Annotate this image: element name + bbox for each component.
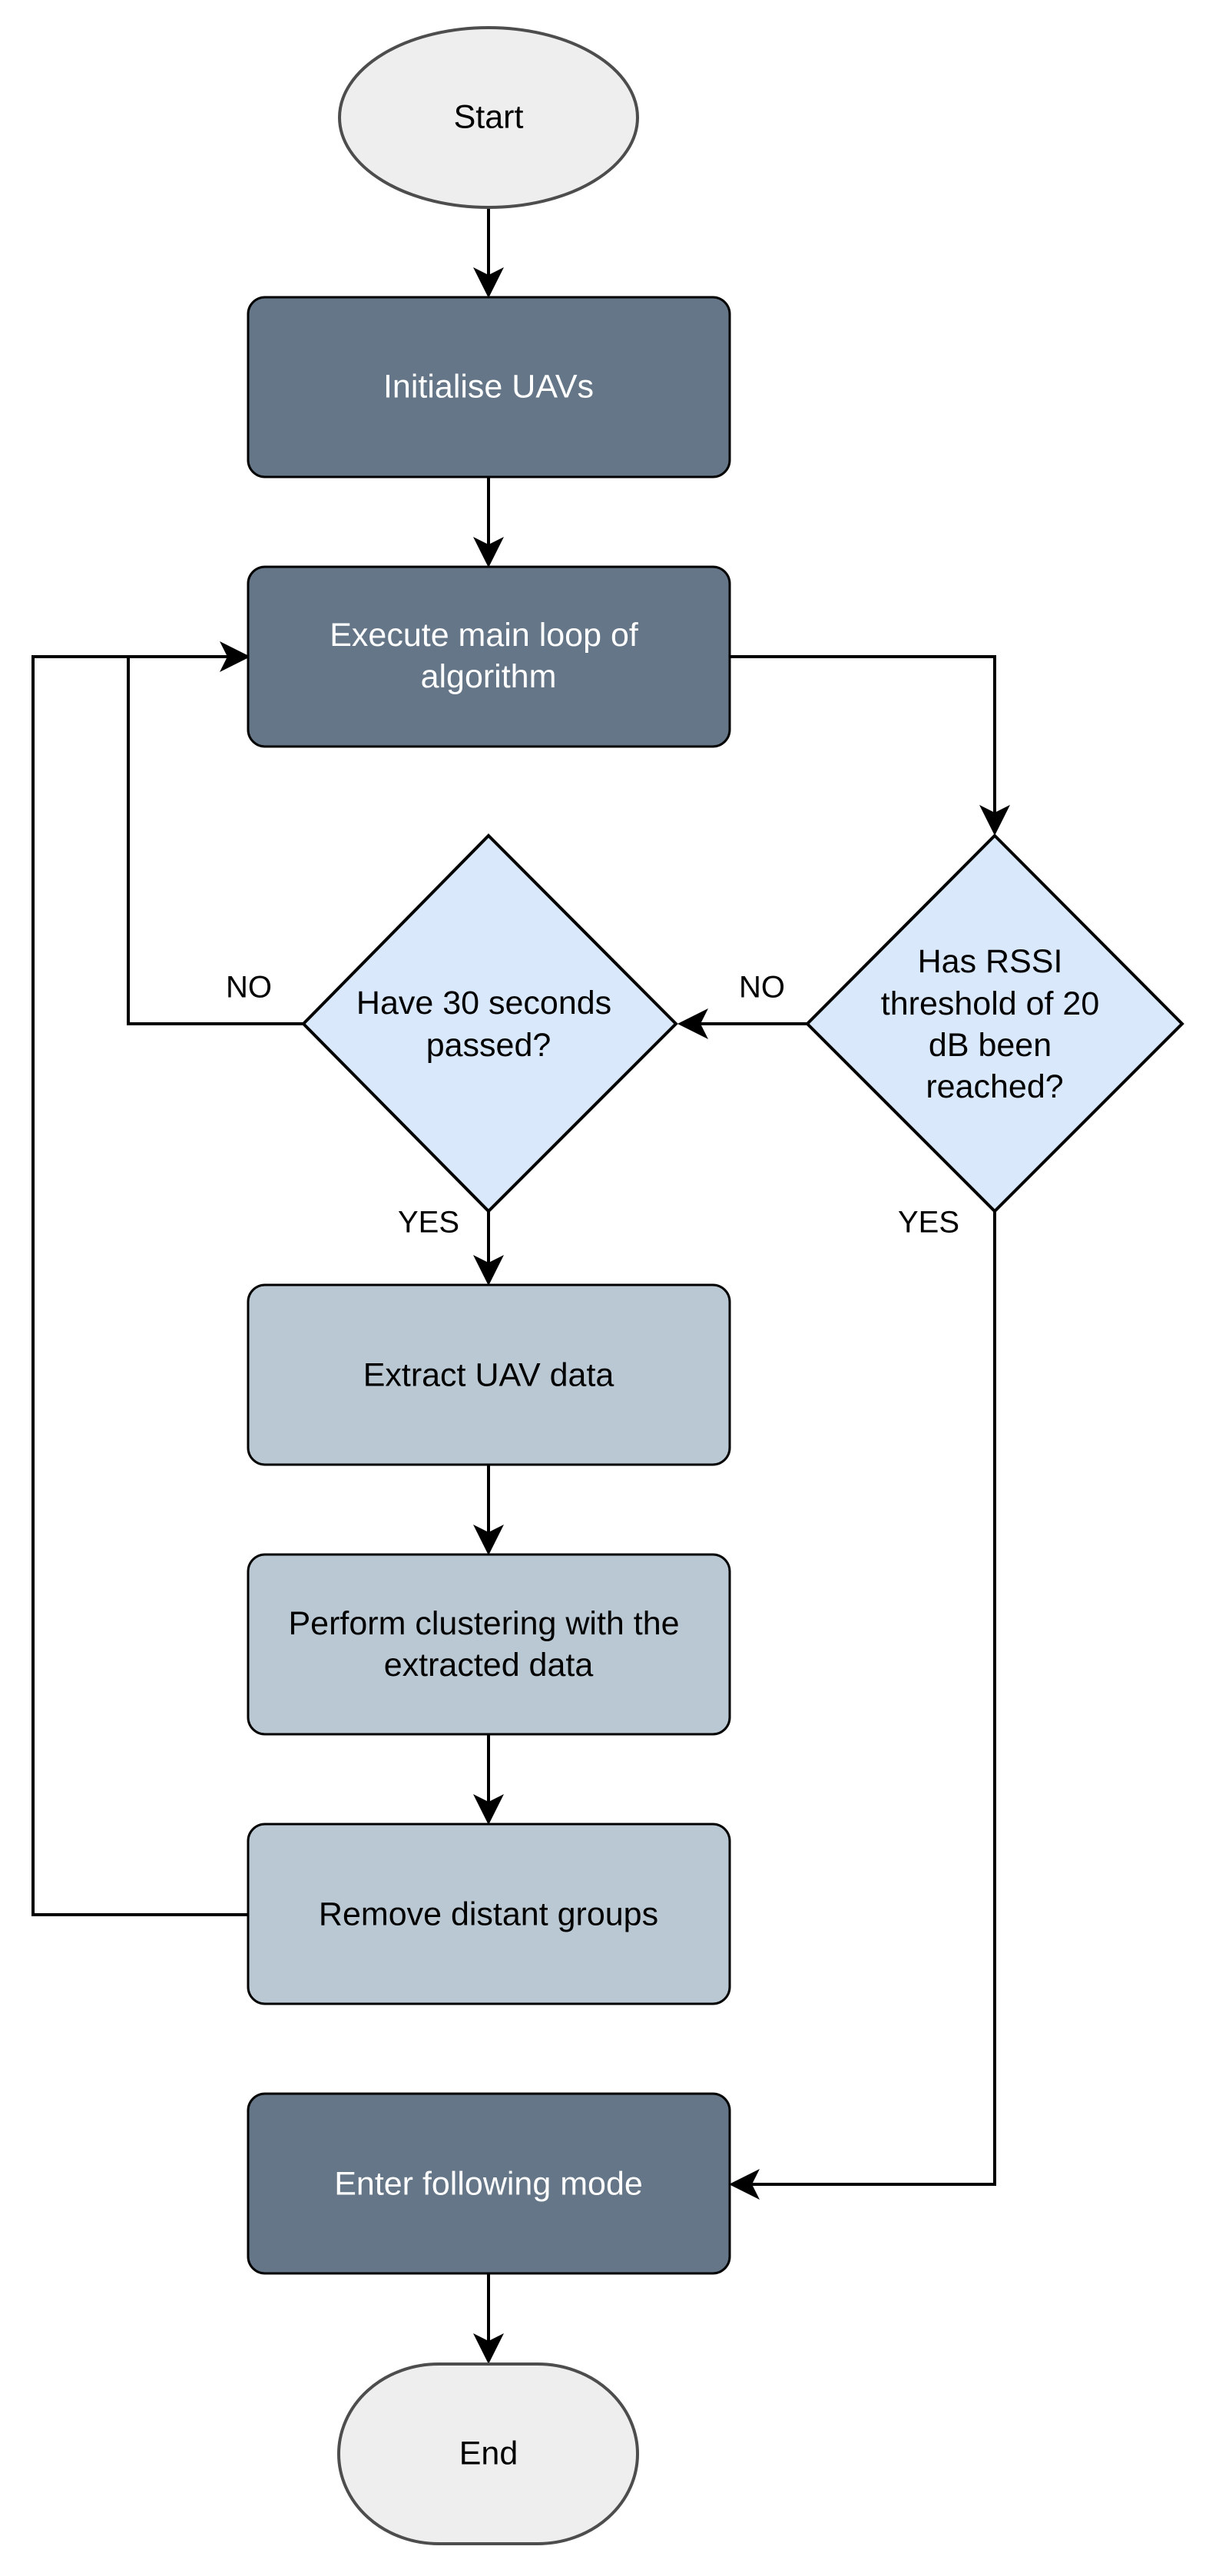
start-label: Start [454, 98, 524, 135]
edge-label-thirty-sec-no: NO [226, 971, 272, 1005]
edge-labels: NO NO YES YES [226, 971, 959, 1240]
main-loop-label: Execute main loop of algorithm [330, 617, 648, 695]
end-terminal-shape [337, 2362, 639, 2545]
main-loop-process-box [247, 565, 731, 748]
node-start: Start [338, 26, 639, 209]
extract-process-box [247, 1283, 731, 1466]
rssi-label-line-2: threshold of 20 [881, 985, 1099, 1022]
node-extract: Extract UAV data [247, 1283, 731, 1466]
cluster-label-line-1: Perform clustering with the [289, 1605, 680, 1642]
thirty-sec-decision-diamond [301, 833, 678, 1214]
node-remove: Remove distant groups [247, 1823, 731, 2005]
init-process-box [247, 296, 731, 478]
rssi-label-line-4: reached? [926, 1068, 1063, 1105]
node-init: Initialise UAVs [247, 296, 731, 478]
cluster-label-line-2: extracted data [384, 1647, 594, 1684]
edge-label-rssi-no: NO [739, 971, 785, 1005]
node-main-loop: Execute main loop of algorithm [247, 565, 731, 748]
remove-label: Remove distant groups [319, 1896, 658, 1932]
rssi-label: Has RSSI threshold of 20 dB been reached… [881, 943, 1108, 1105]
rssi-label-line-3: dB been [929, 1027, 1052, 1064]
rssi-decision-diamond [805, 833, 1184, 1214]
node-cluster: Perform clustering with the extracted da… [247, 1553, 731, 1736]
edge-main-loop-to-rssi [730, 655, 1010, 836]
node-thirty-sec-decision: Have 30 seconds passed? [301, 833, 678, 1214]
edge-label-rssi-yes: YES [898, 1206, 959, 1240]
thirty-sec-label: Have 30 seconds passed? [356, 985, 621, 1064]
edge-rssi-yes-to-follow [729, 1211, 996, 2200]
node-follow: Enter following mode [247, 2092, 731, 2275]
thirty-sec-label-line-1: Have 30 seconds [356, 985, 611, 1021]
main-loop-label-line-1: Execute main loop of [330, 617, 639, 654]
remove-process-box [247, 1823, 731, 2005]
cluster-label: Perform clustering with the extracted da… [289, 1605, 689, 1684]
edge-remove-to-main-loop [31, 655, 248, 1916]
node-end: End [337, 2362, 639, 2545]
thirty-sec-label-line-2: passed? [426, 1027, 552, 1064]
start-terminal-shape [338, 26, 639, 209]
main-loop-label-line-2: algorithm [421, 658, 557, 695]
follow-label: Enter following mode [334, 2165, 643, 2202]
cluster-process-box [247, 1553, 731, 1736]
edge-label-thirty-sec-yes: YES [398, 1206, 459, 1240]
extract-label: Extract UAV data [363, 1356, 614, 1393]
node-rssi-decision: Has RSSI threshold of 20 dB been reached… [805, 833, 1184, 1214]
edges [31, 207, 1010, 2364]
init-label: Initialise UAVs [383, 368, 594, 405]
rssi-label-line-1: Has RSSI [918, 943, 1063, 980]
follow-process-box [247, 2092, 731, 2275]
nodes: Start Initialise UAVs Execute main loop … [247, 26, 1184, 2545]
end-label: End [459, 2435, 518, 2472]
edge-thirty-sec-no-to-main-loop [127, 641, 303, 1025]
